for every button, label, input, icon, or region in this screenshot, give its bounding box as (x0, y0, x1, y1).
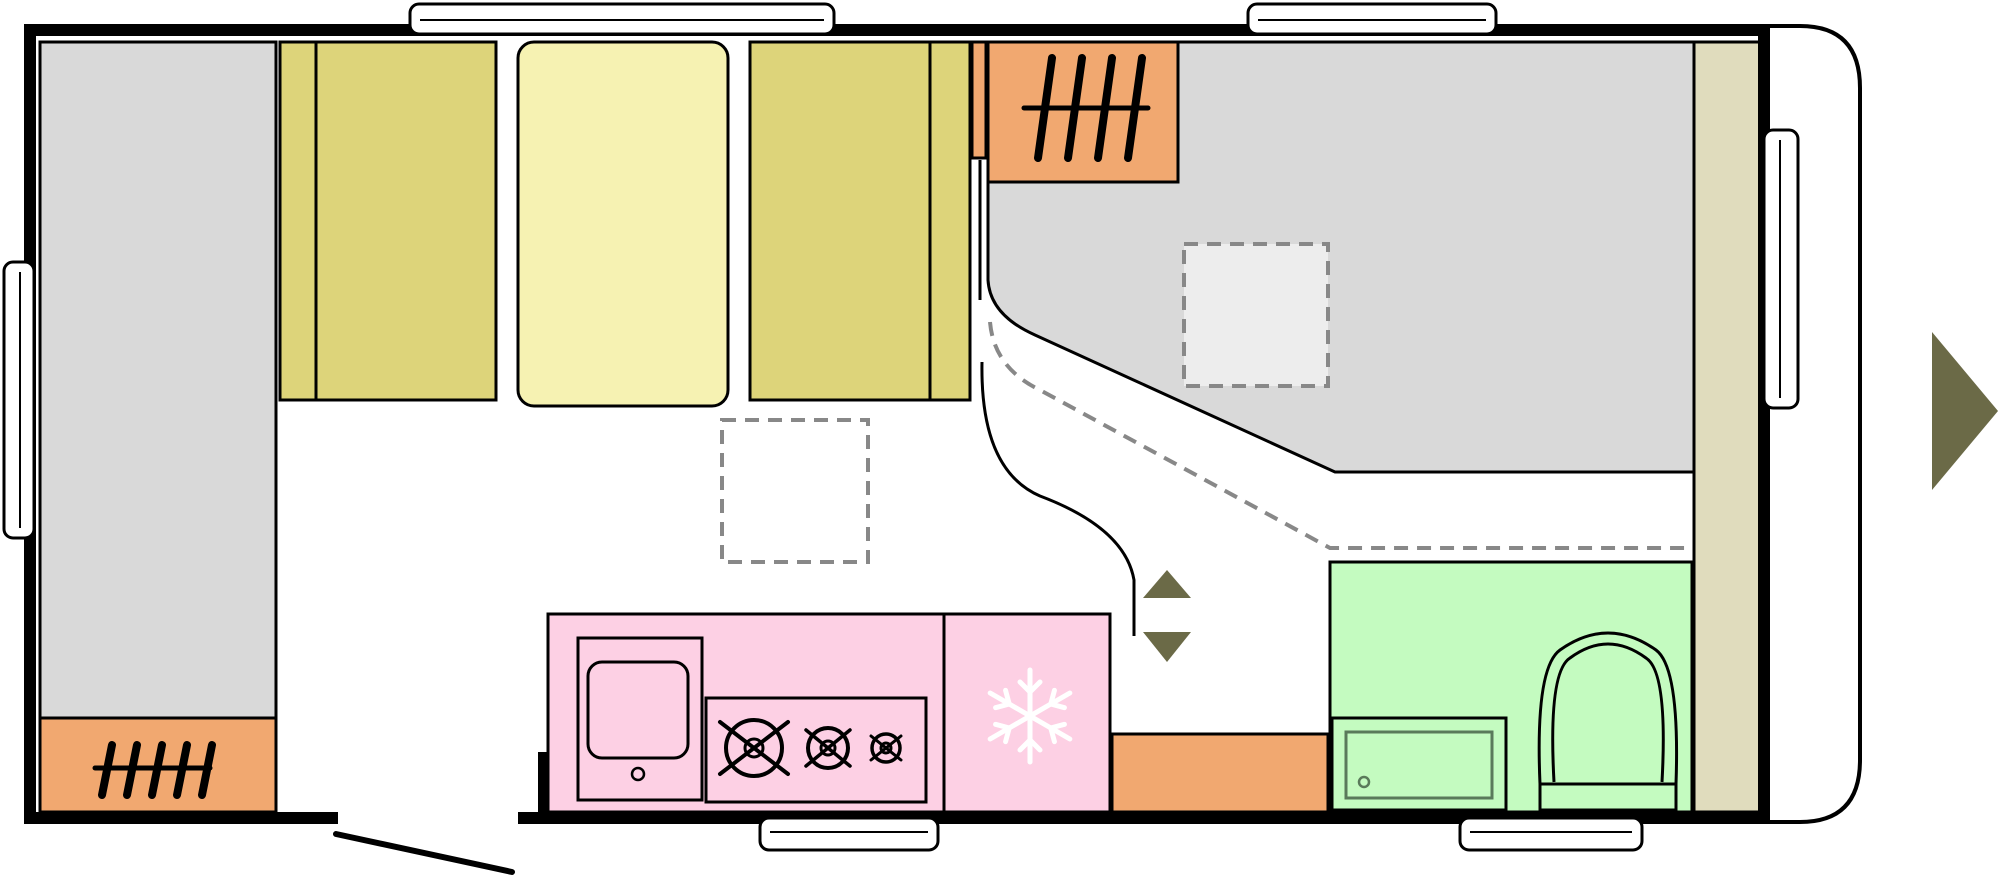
lounge-skylight (720, 418, 870, 564)
bed-extension-outline (988, 321, 1694, 550)
rear-bed (38, 40, 278, 720)
wardrobe-front (970, 40, 1180, 184)
window-glass-lines (19, 19, 1781, 833)
table-extension (516, 40, 730, 408)
window-bottom-kitchen (758, 816, 940, 852)
door-jamb (538, 752, 548, 812)
kitchen-block (546, 612, 1112, 814)
up-down-arrows-icon[interactable] (1143, 570, 1191, 662)
snowflake-icon (987, 667, 1073, 765)
front-panel (1692, 40, 1762, 814)
sink-icon (586, 660, 690, 782)
triangle-right-icon (1932, 332, 1998, 490)
hanger-rail-icon (92, 741, 216, 799)
side-cupboard (1110, 732, 1330, 814)
front-cap (1768, 24, 1862, 824)
partition-curve (980, 361, 1136, 636)
toilet-icon (1537, 631, 1679, 812)
entrance-door[interactable] (333, 831, 515, 875)
seat-backrest-left (278, 40, 318, 402)
front-skylight (1182, 242, 1330, 388)
shower-tray-icon (1330, 716, 1508, 812)
seat-cushion-right (748, 40, 932, 402)
hob (704, 696, 928, 804)
seat-cushion-left (314, 40, 498, 402)
wardrobe-rear-left (38, 716, 278, 814)
gas-burner-icon (718, 718, 903, 778)
washroom (1328, 560, 1694, 814)
seat-backrest-right (928, 40, 972, 402)
hanger-rail-icon (1021, 54, 1151, 162)
window-bottom-washroom (1458, 816, 1644, 852)
